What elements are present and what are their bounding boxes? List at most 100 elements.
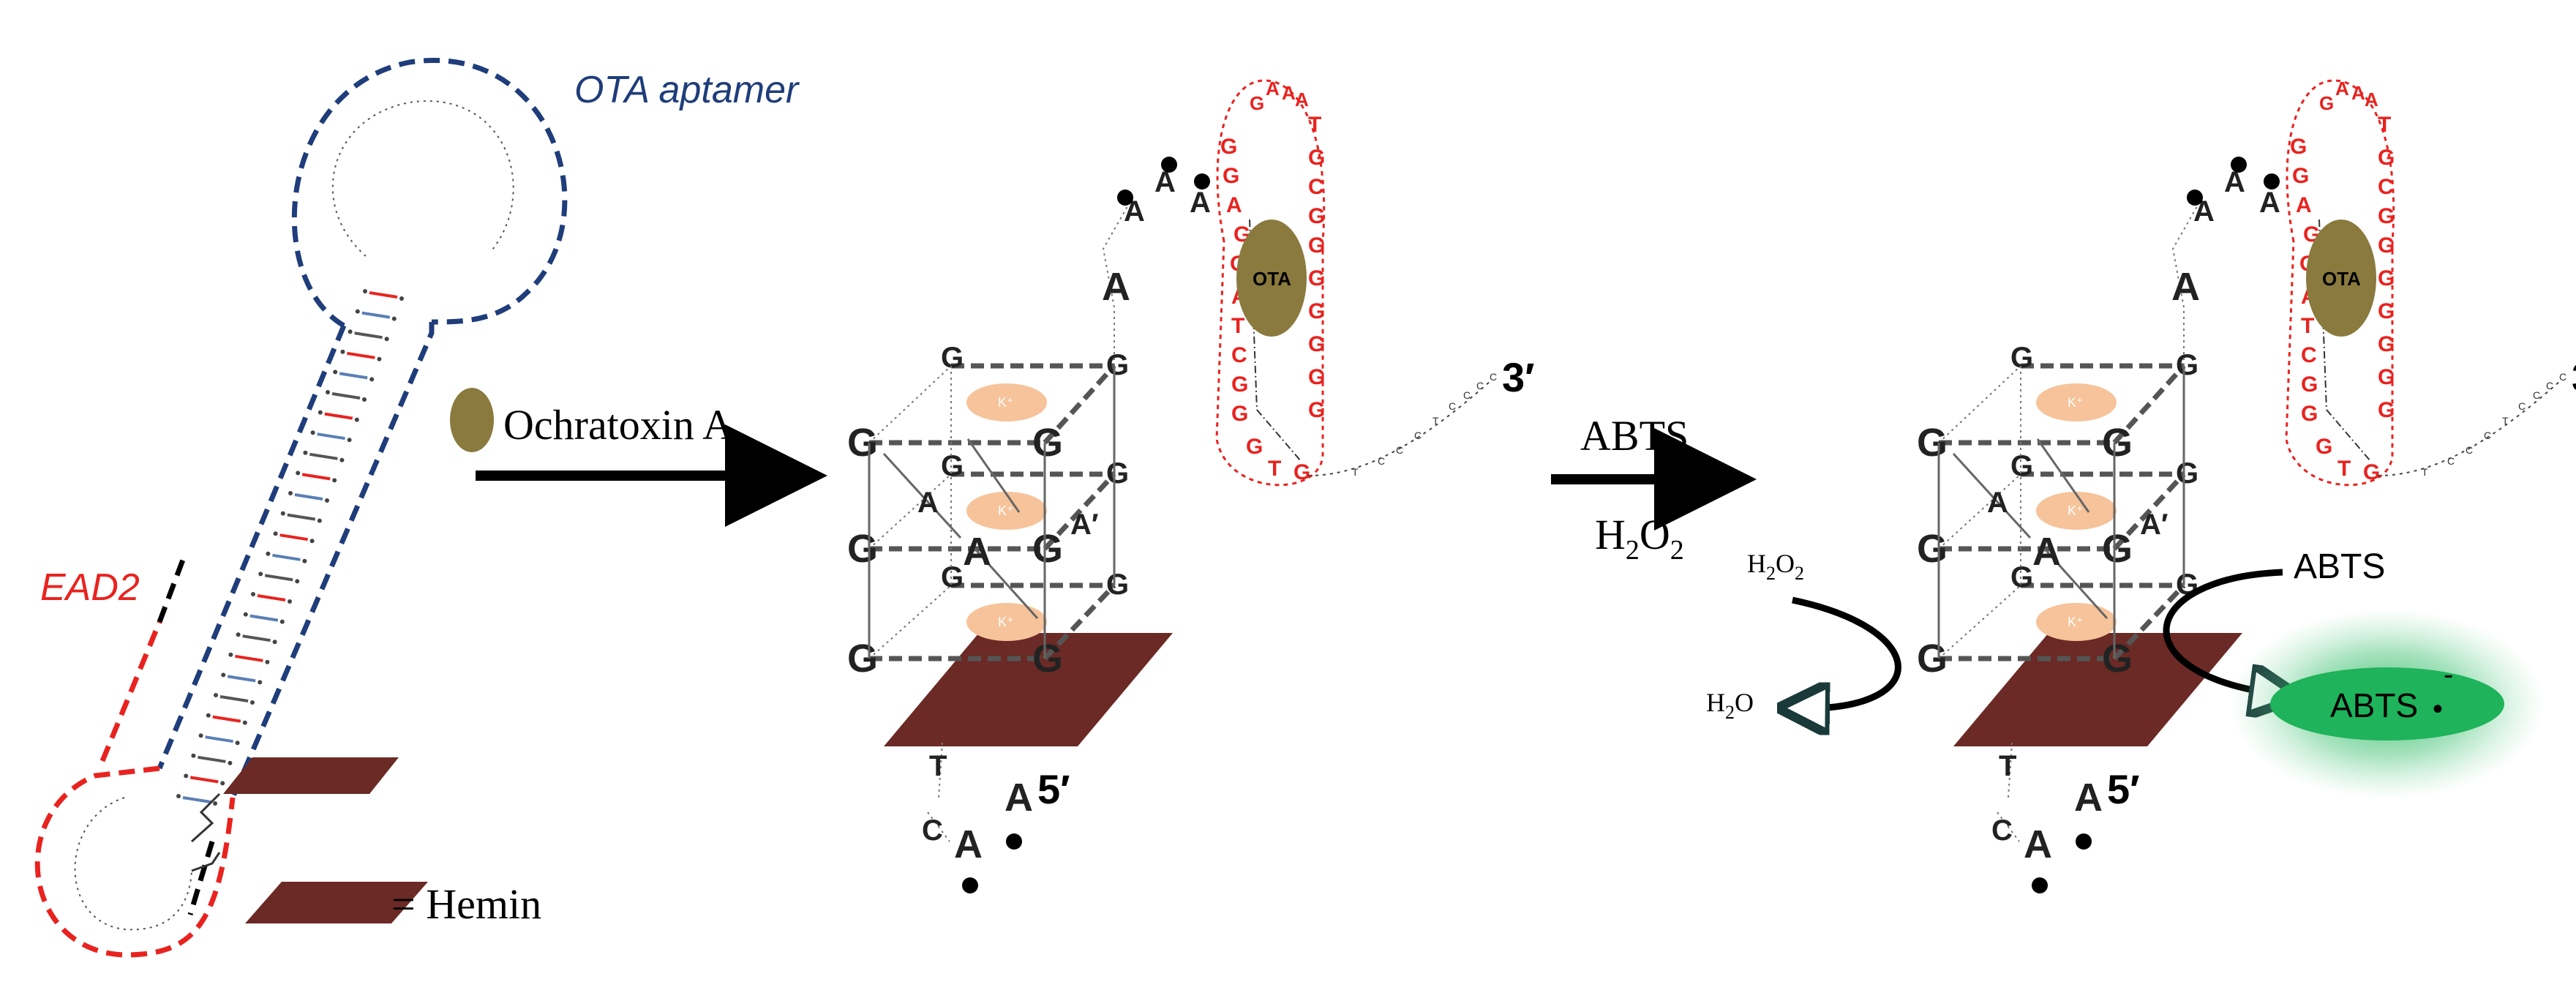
nucleotide-dot — [213, 801, 217, 806]
base-pair — [287, 513, 316, 521]
nucleotide-dot — [258, 680, 263, 685]
hemin-plate — [884, 633, 1173, 746]
aptamer-base-label: G — [1231, 372, 1248, 397]
guanine-label: G — [1032, 421, 1063, 465]
aptamer-base-label: A — [1226, 193, 1242, 217]
base-pair — [309, 452, 338, 460]
base-pair — [301, 473, 331, 481]
five-prime-label: 5′ — [2107, 766, 2140, 812]
k-ion-label: K⁺ — [998, 503, 1014, 518]
nucleotide-dot — [391, 316, 397, 321]
aptamer-base-label: G — [1308, 332, 1325, 356]
base-pair-ladder — [176, 289, 404, 806]
base-pair — [182, 796, 211, 803]
loop-line — [2036, 438, 2090, 513]
nucleotide-dot — [235, 741, 240, 746]
nucleotide-dot — [288, 491, 293, 495]
upper-strand — [2171, 197, 2203, 366]
nucleotide-dot — [310, 430, 315, 435]
guanine-label: G — [847, 527, 878, 571]
quartet-dotted-edge — [1938, 365, 2021, 443]
guanine-label: G — [2176, 457, 2198, 490]
base-pair — [219, 695, 249, 702]
k-ion — [966, 492, 1047, 530]
nucleotide-dot — [363, 289, 367, 293]
abts-radical-ellipse — [2270, 667, 2504, 741]
base-pair — [189, 776, 219, 784]
guanine-label: G — [1032, 527, 1063, 571]
ochratoxin-icon — [450, 388, 494, 452]
base-pair — [249, 614, 279, 622]
ota-label: OTA — [1253, 268, 1291, 290]
k-ion — [2036, 492, 2117, 530]
aptamer-base-label: G — [2290, 135, 2307, 159]
nucleotide-dot — [295, 579, 300, 584]
hairpin-probe: OTA aptamer EAD2 = Hemin — [34, 58, 800, 958]
ead2-loop-sequence — [74, 797, 192, 931]
abts-label-top: ABTS — [1580, 412, 1689, 460]
nucleotide-dot — [296, 471, 301, 476]
strand-end-dot — [962, 877, 978, 893]
ota-label: OTA — [2322, 268, 2361, 290]
aptamer-base-label: G — [1231, 402, 1248, 426]
adenine-label: A′ — [1070, 509, 1098, 541]
nucleotide-dot — [377, 356, 382, 361]
nucleotide-dot — [228, 652, 233, 657]
tail-base-label: C — [2559, 371, 2566, 383]
quartet-side-edge — [1043, 364, 1116, 445]
quartet-dotted-edge — [1938, 473, 2021, 550]
base-pair — [205, 735, 233, 743]
tail-base-label: C — [2466, 444, 2473, 456]
aptamer-base-label: C — [1308, 175, 1324, 199]
adenine-label: A — [2171, 265, 2200, 309]
quartet-side-edge — [1043, 583, 1116, 661]
tail-base-label: C — [1476, 380, 1484, 391]
aptamer-base-label: G — [1308, 204, 1325, 228]
nucleotide-dot — [309, 539, 315, 544]
nucleotide-dot — [272, 640, 277, 645]
aptamer-base-label: T — [2337, 457, 2351, 481]
aptamer-base-label: G — [2316, 435, 2332, 459]
aptamer-base-label: A — [2365, 89, 2378, 110]
tail-base-label: C — [2518, 400, 2526, 412]
aptamer-base-label: G — [1250, 92, 1264, 114]
base-pair — [279, 533, 308, 541]
h2o2-reactant-label: H2O2 — [1747, 549, 1804, 584]
hemin-legend-label: = Hemin — [391, 880, 541, 928]
guanine-label: G — [2010, 450, 2033, 482]
aptamer-base-label: A — [2335, 78, 2349, 100]
nucleotide-dot — [206, 713, 211, 718]
three-prime-tail — [1307, 380, 1492, 476]
nucleotide-dot — [236, 632, 241, 637]
nucleotide-dot — [243, 612, 248, 617]
aptamer-base-label: A — [1266, 78, 1280, 100]
five-prime-label: 5′ — [1037, 766, 1070, 812]
ota-molecule — [2306, 220, 2376, 337]
k-ion — [2036, 383, 2117, 421]
k-ion — [966, 603, 1047, 641]
nucleotide-dot — [348, 329, 353, 334]
base-pair — [331, 392, 361, 400]
terminal-step-lines — [191, 792, 221, 872]
nucleotide-dot — [318, 410, 323, 415]
nucleotide-dot — [265, 659, 270, 664]
adenine-label: A′ — [2140, 509, 2168, 541]
aptamer-base-label: A — [2351, 82, 2365, 104]
guanine-label: G — [941, 342, 964, 374]
guanine-label: G — [1106, 457, 1129, 490]
k-ion — [966, 383, 1047, 421]
ota-aptamer-loop — [291, 58, 568, 329]
adenine-label: A — [2074, 776, 2103, 820]
base-pair — [354, 331, 383, 340]
tail-base-label: T — [2502, 415, 2509, 427]
thymine-label: T — [1999, 750, 2016, 782]
k-ion-label: K⁺ — [998, 395, 1014, 410]
adenine-label: A — [2259, 187, 2280, 219]
k-ion-label: K⁺ — [2068, 615, 2084, 629]
abts-arc — [2163, 569, 2283, 694]
aptamer-base-label: T — [1308, 113, 1321, 137]
nucleotide-dot — [242, 720, 247, 725]
nucleotide-dot — [266, 551, 271, 556]
loop-line — [2040, 544, 2109, 620]
